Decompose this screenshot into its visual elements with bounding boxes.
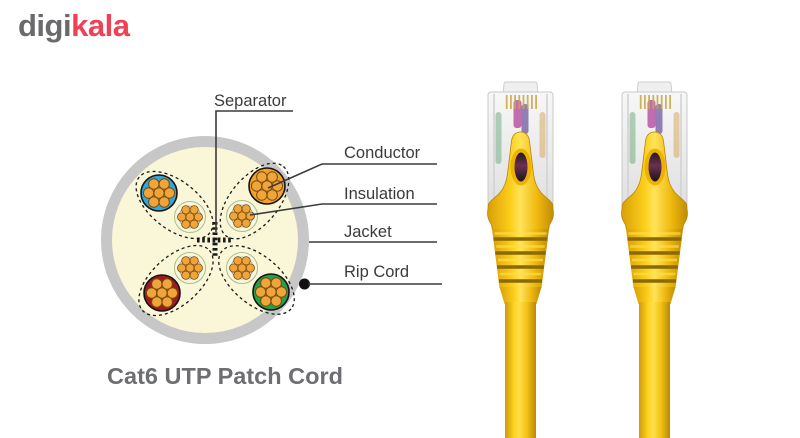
label-insulation: Insulation xyxy=(344,185,415,203)
label-conductor: Conductor xyxy=(344,144,421,162)
cable-cross-section xyxy=(101,136,310,344)
conductor-leader xyxy=(267,163,437,189)
logo-digi: digi xyxy=(18,8,72,43)
pair-capsules xyxy=(135,162,295,317)
pale-wire xyxy=(226,252,258,284)
separator-leader xyxy=(215,110,293,232)
wire-red xyxy=(143,274,181,312)
rip-cord-dot xyxy=(299,278,310,290)
separator-cross xyxy=(197,222,233,258)
label-separator: Separator xyxy=(214,92,287,110)
pale-wire xyxy=(174,252,206,284)
wire-orange xyxy=(248,167,286,205)
wire-blue xyxy=(140,174,178,212)
insulation-leader xyxy=(249,203,437,216)
label-rip-cord: Rip Cord xyxy=(344,263,409,281)
digikala-logo: digikala xyxy=(18,8,130,43)
label-jacket: Jacket xyxy=(344,223,392,241)
connector-left xyxy=(485,80,556,438)
leader-lines xyxy=(215,110,442,285)
logo-kala: kala xyxy=(71,8,130,43)
wire-green xyxy=(252,273,290,311)
connector-right xyxy=(619,80,690,438)
diagram-caption: Cat6 UTP Patch Cord xyxy=(107,363,343,389)
pale-wire xyxy=(174,201,206,233)
pale-wire xyxy=(226,200,258,232)
